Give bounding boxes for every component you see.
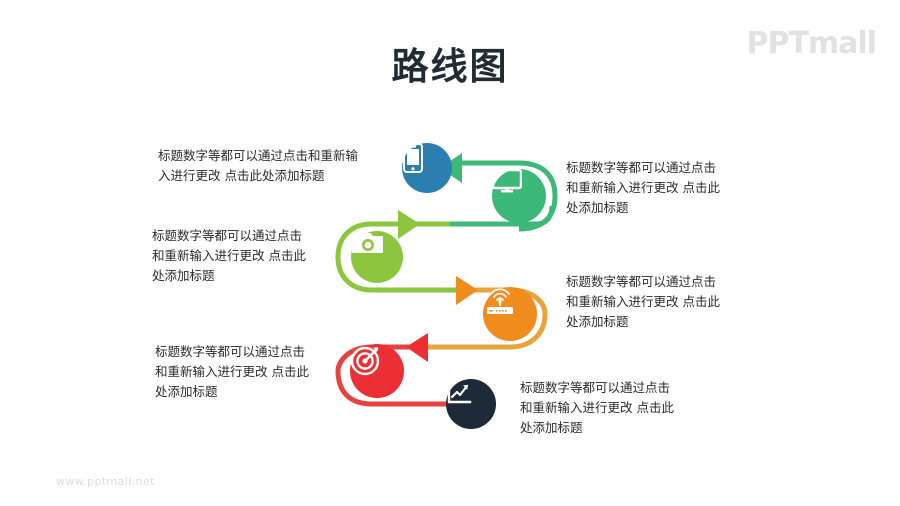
step-label-line-chart: 标题数字等都可以通过点击 和重新输入进行更改 点击此 处添加标题 [520, 380, 674, 435]
footer-watermark: www.pptmall.net [56, 475, 155, 488]
path-segment-4 [335, 221, 460, 293]
step-label-monitor: 标题数字等都可以通过点击 和重新输入进行更改 点击此 处添加标题 [566, 160, 720, 215]
arrow-head-2 [398, 210, 420, 239]
brand-logo: PPTmall [746, 26, 877, 61]
target-icon [350, 346, 380, 376]
page-title: 路线图 [391, 45, 509, 88]
node-line-chart[interactable] [446, 379, 496, 429]
step-label-phone: 标题数字等都可以通过点击和重新输 入进行更改 点击此处添加标题 [158, 148, 359, 183]
node-phone[interactable] [402, 143, 452, 193]
monitor-icon [492, 169, 522, 193]
line-chart-icon [447, 379, 472, 404]
camera-icon [352, 233, 383, 253]
node-target[interactable] [350, 344, 404, 398]
step-label-camera: 标题数字等都可以通过点击 和重新输入进行更改 点击此 处添加标题 [152, 228, 306, 283]
path-segment-2 [450, 205, 555, 227]
wifi-router-icon [487, 288, 513, 314]
node-wifi-router[interactable] [483, 287, 537, 341]
step-label-target: 标题数字等都可以通过点击 和重新输入进行更改 点击此 处添加标题 [155, 344, 309, 399]
node-camera[interactable] [351, 231, 403, 283]
arrow-head-4 [406, 333, 428, 362]
phone-icon [403, 143, 423, 173]
node-monitor[interactable] [492, 169, 546, 223]
step-label-wifi-router: 标题数字等都可以通过点击 和重新输入进行更改 点击此 处添加标题 [566, 274, 720, 329]
arrow-head-3 [456, 276, 478, 305]
